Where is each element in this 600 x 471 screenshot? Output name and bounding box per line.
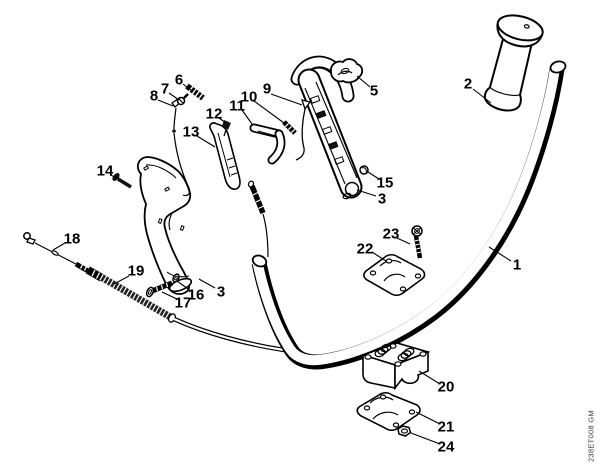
callout-16-washer: 16 (187, 286, 205, 304)
screw-17-drawing (145, 280, 173, 298)
callout-22-upper-strap: 22 (356, 240, 374, 258)
callout-9-wire-link: 9 (262, 80, 272, 98)
trigger-spring-drawing (282, 120, 297, 135)
nut-24-drawing (397, 425, 412, 437)
leader-lines (52, 75, 512, 445)
callout-15-grommet: 15 (376, 174, 394, 192)
callout-17-screw: 17 (174, 294, 192, 312)
screw-14-drawing (112, 173, 132, 189)
callout-1-handlebar-tube: 1 (512, 256, 522, 274)
callout-13-lockout-lever: 13 (182, 123, 200, 141)
callout-3-left-housing: 3 (216, 283, 226, 301)
wing-knob-drawing (330, 58, 364, 84)
callout-7-screw: 7 (160, 80, 170, 98)
callout-24-nut: 24 (437, 438, 455, 456)
drawing-code-watermark: 238ET008 GM (586, 409, 596, 463)
callout-12-pivot-piece: 12 (205, 105, 223, 123)
throttle-cable-drawing (23, 232, 285, 353)
callout-18-cable-end: 18 (63, 230, 81, 248)
handlebar-tube-drawing (251, 60, 567, 370)
grommet-15-drawing (359, 165, 369, 175)
upper-clamp-strap-drawing (363, 253, 426, 297)
grip-drawing (483, 14, 544, 112)
bolt-23-drawing (411, 225, 423, 259)
callout-23-bolt: 23 (382, 225, 400, 243)
washer-16-drawing (172, 273, 180, 283)
callout-6-spring: 6 (174, 71, 184, 89)
clamp-block-drawing (360, 342, 431, 391)
callout-8-throttle-rod: 8 (149, 87, 159, 105)
callout-19-throttle-cable: 19 (127, 262, 145, 280)
throttle-trigger-drawing (249, 123, 286, 165)
callout-5-wing-knob: 5 (369, 82, 379, 100)
callout-10-trigger-spring: 10 (240, 88, 258, 106)
pivot-piece-drawing (222, 120, 231, 137)
cable-upper-end-drawing (247, 180, 269, 258)
wire-link-drawing (295, 99, 312, 161)
spring-6-drawing (185, 83, 205, 101)
callout-2-grip: 2 (463, 75, 473, 93)
callout-21-lower-strap: 21 (437, 418, 455, 436)
callout-3-right-housing: 3 (377, 190, 387, 208)
callout-14-screw: 14 (96, 162, 114, 180)
callout-11-trigger: 11 (229, 97, 245, 115)
screw-7-drawing (176, 93, 189, 106)
lower-clamp-strap-drawing (356, 391, 421, 432)
callout-20-clamp-block: 20 (437, 378, 455, 396)
left-housing-half-drawing (136, 156, 193, 295)
